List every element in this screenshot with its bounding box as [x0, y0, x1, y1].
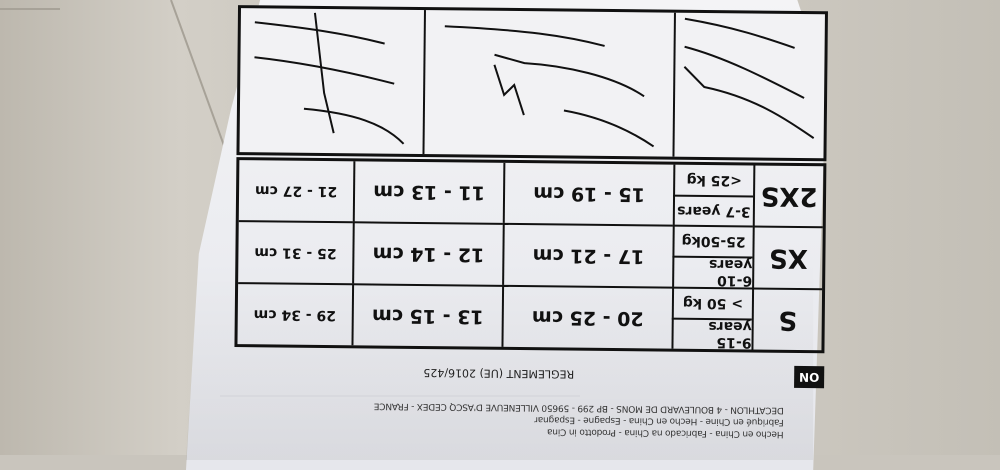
header-line: Hecho en China - Fabricado na China - Pr… [547, 426, 784, 439]
regulation-text: REGLEMENT (UE) 2016/425 [423, 366, 575, 381]
measurement-cell: 11 - 13 cm [352, 161, 504, 223]
age-range: 9-15 years [671, 317, 752, 351]
size-label: XS [752, 225, 823, 289]
weight-range: > 50 kg [671, 286, 753, 319]
weight-range: 25-50kg [672, 224, 753, 257]
age-range: 6-10 years [672, 255, 753, 289]
measurement-cell: 15 - 19 cm [502, 162, 674, 225]
bag-shadow [186, 260, 814, 460]
size-label: 2XS [752, 165, 824, 227]
measurement-cell: 17 - 21 cm [502, 222, 673, 287]
size-label: S [751, 287, 823, 351]
tile-joint [0, 8, 60, 10]
brand-logo: ON [794, 365, 825, 389]
bag-hem [220, 395, 580, 457]
weight-range: <25 kg [673, 164, 754, 196]
measurement-cell: 21 - 27 cm [254, 182, 338, 200]
measurement-cell: 29 - 34 cm [237, 282, 353, 346]
measurement-cell: 12 - 14 cm [352, 221, 503, 285]
line-drawing [254, 10, 815, 157]
printed-label: Hecho en China - Fabricado na China - Pr… [204, 0, 829, 443]
size-table: S 9-15 years > 50 kg 20 - 25 cm 13 - 15 … [234, 157, 827, 354]
measurement-cell: 25 - 31 cm [238, 220, 353, 284]
measurement-cell: 13 - 15 cm [351, 283, 503, 347]
measurement-illustration [236, 5, 828, 162]
measurement-cell: 20 - 25 cm [501, 284, 673, 349]
age-range: 3-7 years [672, 194, 754, 226]
